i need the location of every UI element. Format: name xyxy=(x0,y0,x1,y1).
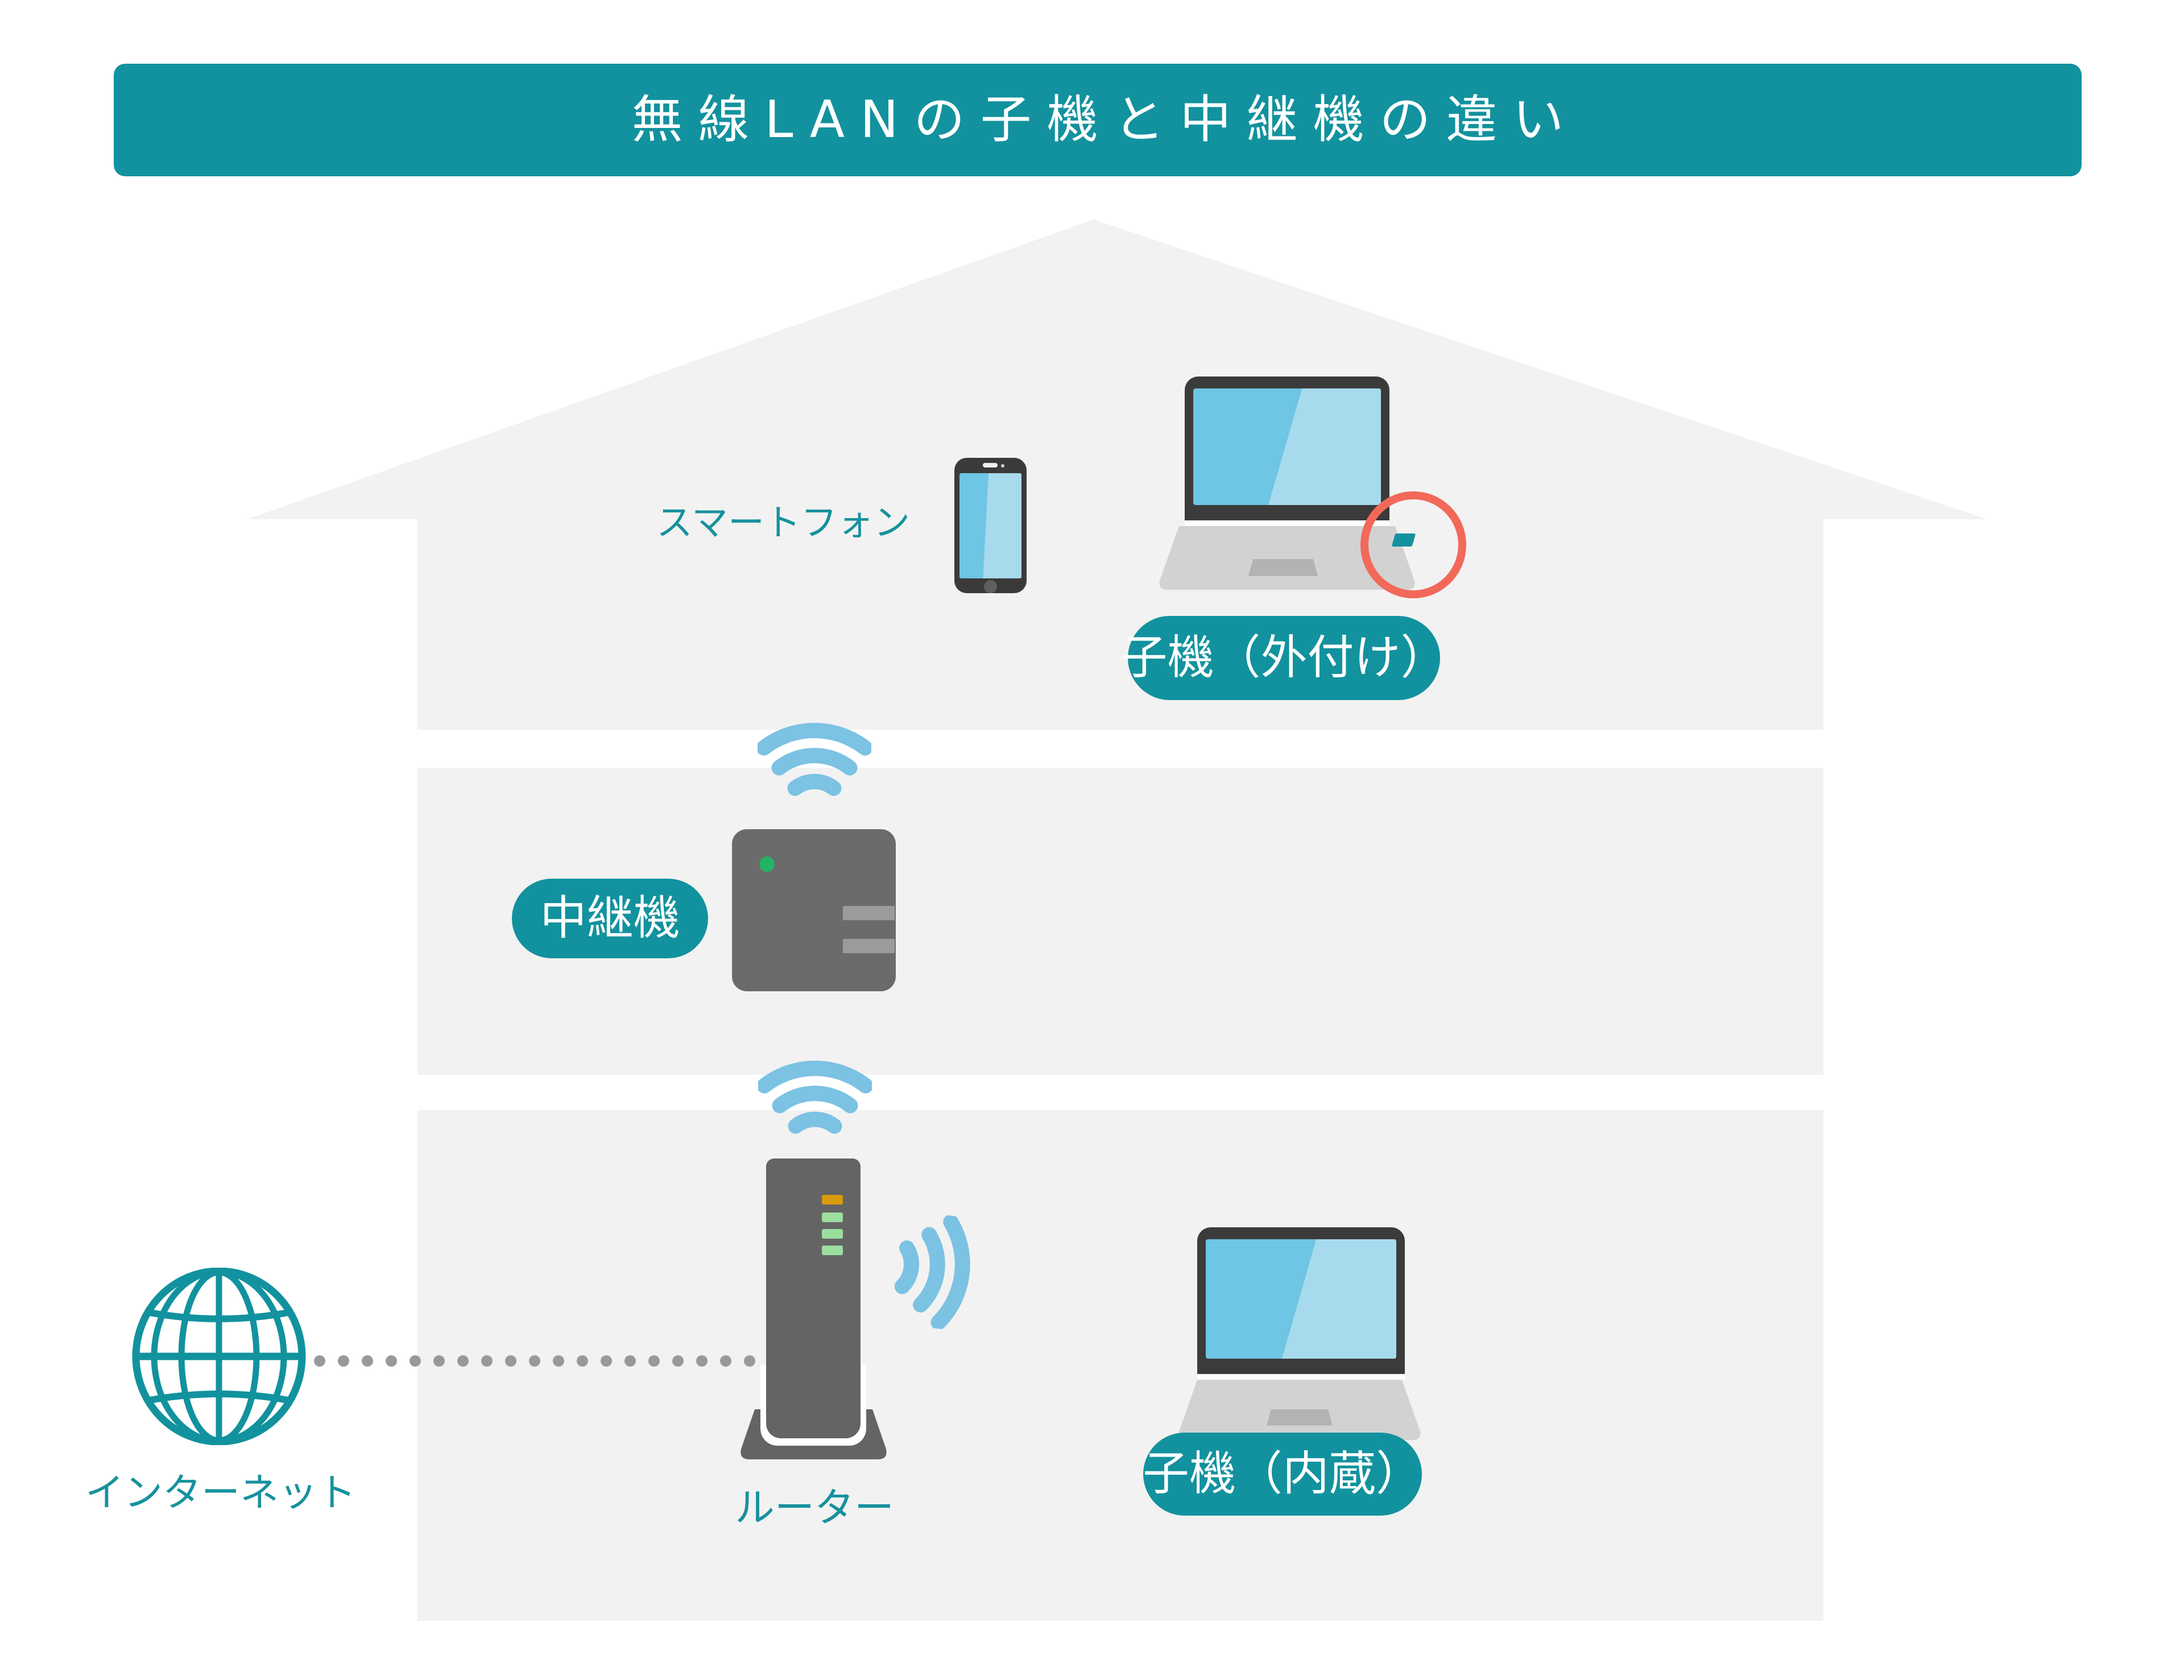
smartphone-camera-dot xyxy=(1001,464,1004,467)
repeater-vent-slot xyxy=(843,939,895,953)
smartphone-screen xyxy=(959,473,1021,578)
laptop-hinge-gap xyxy=(1197,1374,1405,1380)
house-roof xyxy=(247,220,1987,519)
repeater-led xyxy=(759,856,775,872)
repeater-vent-slot xyxy=(843,906,895,920)
wifi-signal-icon-side xyxy=(886,1210,985,1333)
label-pill-child-internal: 子機（内蔵） xyxy=(1143,1433,1422,1516)
router-led-green xyxy=(822,1245,843,1255)
label-pill-child-external: 子機（外付け） xyxy=(1121,616,1447,700)
trackpad xyxy=(1248,559,1318,576)
screen-shine xyxy=(1282,1239,1396,1359)
laptop-display xyxy=(1193,388,1381,505)
router-label: ルーター xyxy=(735,1484,894,1531)
laptop-base-bottom xyxy=(1178,1380,1421,1440)
smartphone-speaker xyxy=(983,463,998,467)
laptop-screen-top xyxy=(1185,376,1389,520)
laptop-screen-bottom xyxy=(1197,1227,1405,1374)
internet-label: インターネット xyxy=(85,1471,357,1516)
label-pill-repeater: 中継機 xyxy=(512,879,708,958)
wifi-signal-icon-upper xyxy=(758,714,871,800)
repeater-icon xyxy=(732,829,896,991)
router-led-green xyxy=(822,1229,843,1239)
trackpad xyxy=(1267,1409,1333,1426)
smartphone-home-button xyxy=(984,580,997,593)
smartphone-icon xyxy=(954,458,1027,593)
laptop-base-top xyxy=(1159,526,1415,590)
page-title: 無線LANの子機と中継機の違い xyxy=(631,90,1579,150)
laptop-display xyxy=(1206,1239,1396,1359)
router-led-green xyxy=(822,1213,843,1222)
globe-icon xyxy=(132,1268,306,1445)
wifi-signal-icon-lower xyxy=(758,1052,872,1137)
screen-shine xyxy=(1268,388,1381,505)
screen-shine xyxy=(983,473,1021,578)
laptop-hinge-gap xyxy=(1185,520,1389,526)
smartphone-label: スマートフォン xyxy=(656,502,910,544)
router-led-orange xyxy=(822,1195,843,1205)
header-banner: 無線LANの子機と中継機の違い xyxy=(114,64,2082,176)
dotted-connection-line xyxy=(314,1355,769,1367)
router-icon xyxy=(766,1158,861,1438)
highlight-ring-icon xyxy=(1360,491,1466,598)
floor-top xyxy=(417,516,1823,730)
